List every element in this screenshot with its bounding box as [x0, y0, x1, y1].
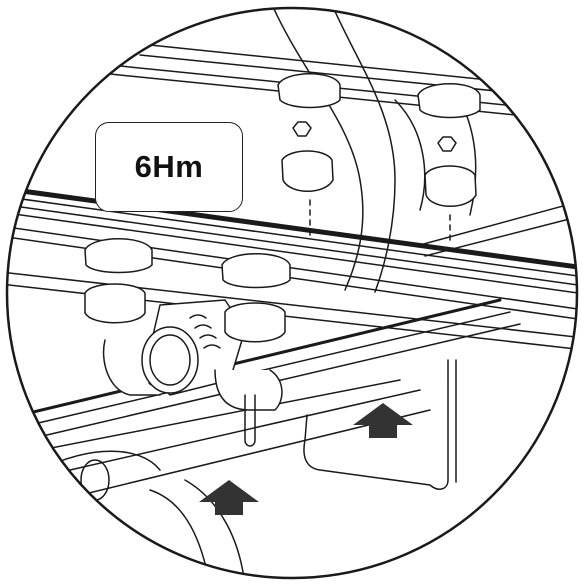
tool-label-callout: 6Hm [95, 122, 243, 212]
knob-lower-right [221, 253, 291, 343]
upper-rail [109, 44, 577, 123]
knob-upper-left [277, 73, 341, 241]
swing-clamp [102, 299, 283, 411]
arrow-up-icon [199, 480, 259, 515]
hex-key-wrench [303, 359, 457, 490]
detail-circle [5, 6, 579, 580]
main-rail [7, 185, 577, 351]
bolt-pins [244, 394, 256, 447]
arrow-up-icon [353, 403, 413, 438]
knob-upper-right [417, 83, 481, 246]
knob-lower-left [84, 238, 153, 324]
tool-size-label: 6Hm [134, 149, 204, 184]
